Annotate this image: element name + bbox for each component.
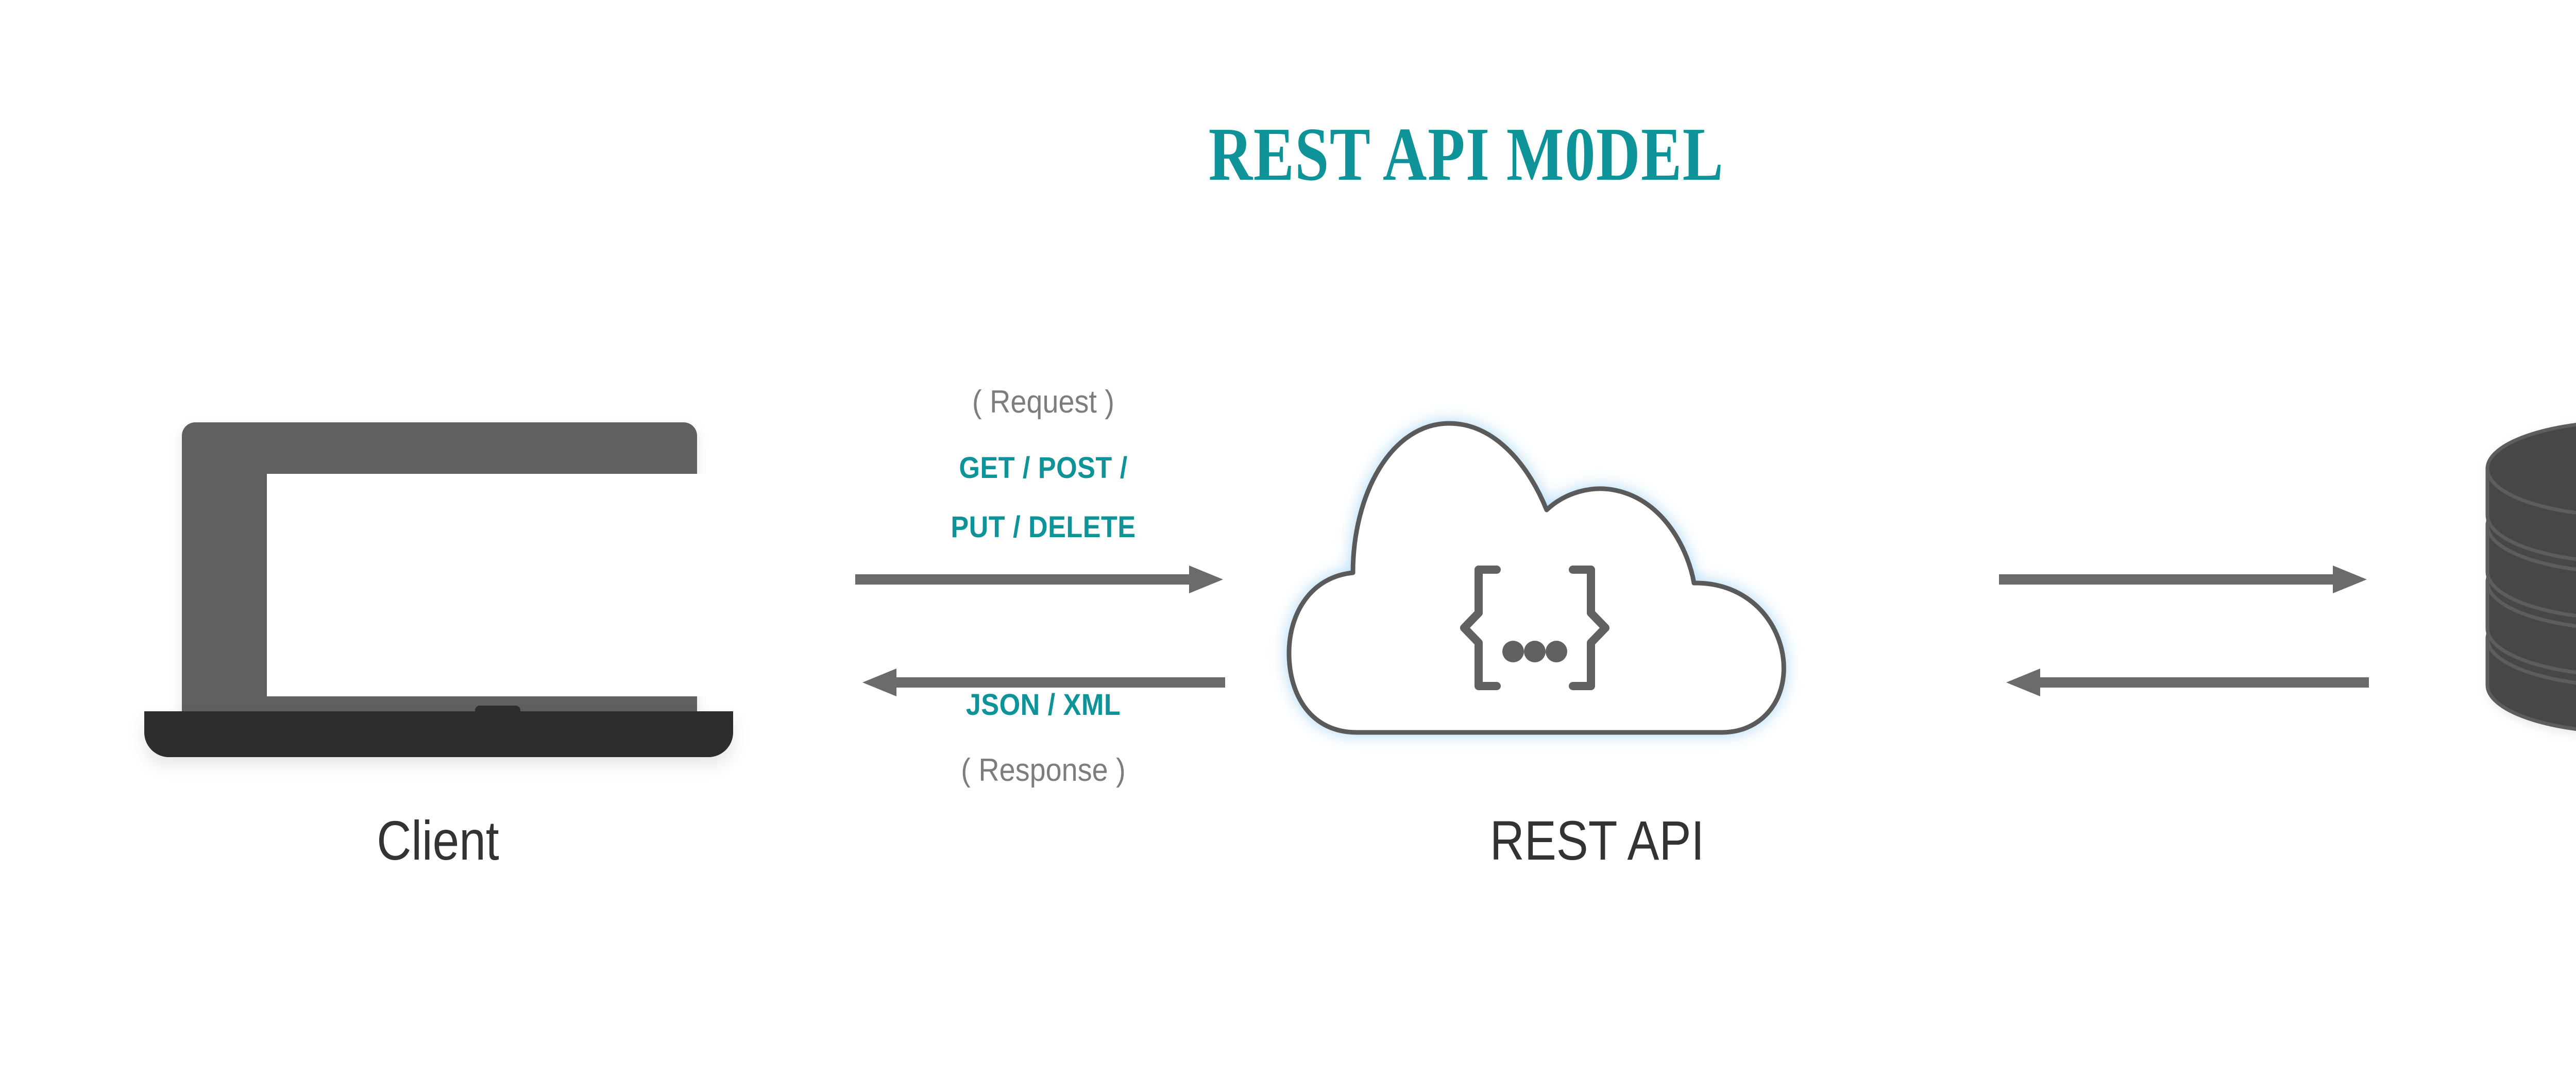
- request-arrow-shaft: [855, 574, 1190, 585]
- arrow-left-icon: [862, 669, 896, 696]
- response-arrow: [855, 659, 1231, 706]
- db-request-arrow: [1999, 556, 2375, 603]
- rest-api-label: REST API: [1489, 809, 1705, 871]
- ellipsis-dots-icon: [1502, 641, 1567, 662]
- page-title: REST API M0DEL: [1208, 112, 1724, 197]
- client-node: [124, 407, 752, 819]
- db-request-arrow-shaft: [1999, 574, 2334, 585]
- arrow-right-icon: [1189, 566, 1223, 593]
- rest-api-node: [1262, 391, 1932, 819]
- cloud-shape: [1286, 421, 1786, 735]
- http-methods-line-1: GET / POST /: [959, 451, 1128, 485]
- database-node: [2473, 381, 2576, 819]
- arrow-right-icon: [2333, 566, 2367, 593]
- db-response-arrow-shaft: [2039, 677, 2369, 688]
- laptop-icon: [124, 407, 752, 757]
- client-api-arrow-group: [855, 556, 1231, 706]
- request-arrow: [855, 556, 1231, 603]
- database-discs: [2485, 422, 2576, 731]
- cloud-icon: [1262, 391, 1932, 762]
- json-braces-icon: [1460, 566, 1609, 690]
- laptop-lid: [182, 422, 728, 721]
- response-caption: ( Response ): [961, 752, 1126, 788]
- arrow-left-icon: [2006, 669, 2040, 696]
- laptop-base: [144, 711, 733, 757]
- http-methods-line-2: PUT / DELETE: [951, 510, 1136, 544]
- laptop-screen: [267, 474, 728, 696]
- response-arrow-shaft: [895, 677, 1225, 688]
- request-caption: ( Request ): [972, 384, 1114, 420]
- db-response-arrow: [1999, 659, 2375, 706]
- response-format-caption: JSON / XML: [965, 688, 1121, 722]
- client-label: Client: [377, 809, 499, 871]
- api-database-arrow-group: [1999, 556, 2375, 706]
- database-label: Database: [2480, 809, 2576, 864]
- database-cylinder-icon: [2473, 381, 2576, 742]
